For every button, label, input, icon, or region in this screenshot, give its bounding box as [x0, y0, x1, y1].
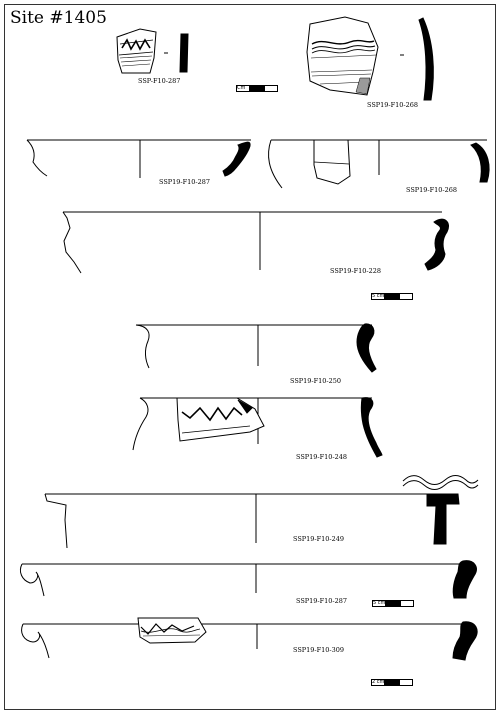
sherd-label: SSP19-F10-228	[330, 267, 382, 275]
scale-bar-label: Cm	[237, 85, 246, 91]
sherd-label: SSP19-F10-268	[406, 186, 458, 194]
scale-bar: 5 cm	[371, 293, 413, 301]
scale-bar: 5 cm	[372, 600, 414, 608]
sherd-fragment-drawing	[116, 28, 157, 74]
sherd-label: SSP19-F10-287	[159, 178, 211, 186]
sherd-label: SSP19-F10-248	[296, 453, 348, 461]
scale-bar-label: 5 cm	[373, 600, 386, 606]
sherd-label: SSP-F10-287	[138, 77, 181, 85]
vessel-profile-drawing	[135, 323, 377, 373]
sherd-label: SSP19-F10-268	[367, 101, 419, 109]
vessel-profile-drawing	[268, 139, 490, 189]
scale-bar: Cm	[236, 85, 278, 93]
vessel-profile-drawing	[132, 397, 383, 458]
sherd-section-profile	[418, 17, 434, 101]
sherd-label: SSP19-F10-250	[290, 377, 342, 385]
sherd-label: SSP19-F10-249	[293, 535, 345, 543]
scale-bar-label: 2 cm	[372, 679, 385, 685]
vessel-profile-drawing	[21, 617, 478, 661]
vessel-profile-drawing	[26, 139, 251, 178]
vessel-profile-drawing	[19, 560, 477, 599]
vessel-profile-drawing	[62, 211, 449, 274]
scale-bar: 2 cm	[371, 679, 413, 687]
scale-bar-label: 5 cm	[372, 293, 385, 299]
sherd-label: SSP19-F10-287	[296, 597, 348, 605]
sherd-label: SSP19-F10-309	[293, 646, 345, 654]
wavy-decoration-drawing	[402, 475, 479, 490]
figure-plate	[4, 4, 496, 710]
sherd-fragment-drawing	[306, 16, 379, 96]
site-title: Site #1405	[10, 8, 107, 28]
sherd-section-profile	[179, 33, 189, 73]
vessel-profile-drawing	[44, 493, 460, 549]
